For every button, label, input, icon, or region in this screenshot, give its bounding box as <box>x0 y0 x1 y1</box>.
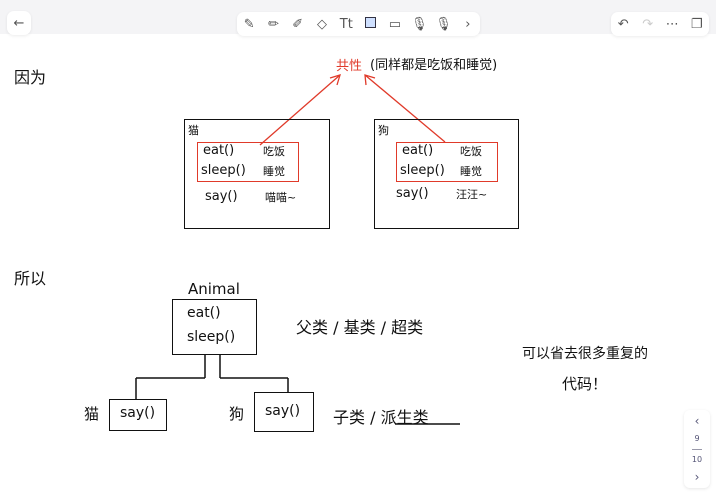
conclusion-line-1: 可以省去很多重复的 <box>522 346 648 362</box>
chevron-up-icon[interactable]: ‹ <box>694 414 700 428</box>
chevron-right-icon[interactable]: › <box>465 16 471 32</box>
parent-class-label: 父类 / 基类 / 超类 <box>296 318 424 337</box>
animal-box <box>172 299 257 355</box>
cat-eat: eat() <box>203 143 235 158</box>
cat-box <box>184 119 330 229</box>
child-class-label: 子类 / 派生类 <box>333 408 429 427</box>
cat-eat-cn: 吃饭 <box>263 145 285 158</box>
dog-title: 狗 <box>378 124 389 137</box>
child-dog-say: say() <box>265 403 301 419</box>
cat-title: 猫 <box>188 124 199 137</box>
dog-eat-cn: 吃饭 <box>460 145 482 158</box>
dog-box <box>374 119 519 229</box>
cat-sleep-cn: 睡觉 <box>263 165 285 178</box>
eraser-icon[interactable]: ◇ <box>317 16 328 32</box>
animal-eat: eat() <box>187 305 221 321</box>
animal-sleep: sleep() <box>187 329 236 345</box>
child-dog-title: 狗 <box>229 405 245 423</box>
dog-say-cn: 汪汪~ <box>456 188 488 201</box>
dog-common-highlight <box>396 142 498 182</box>
highlighter-icon[interactable]: ✐ <box>292 16 304 32</box>
conclusion-line-2: 代码！ <box>562 375 608 393</box>
cat-say: say() <box>205 189 238 204</box>
pages-icon[interactable]: ❐ <box>690 16 703 32</box>
because-label: 因为 <box>14 68 47 87</box>
page-navigator: ‹ 9 10 › <box>684 410 710 488</box>
text-icon[interactable]: Tt <box>339 16 353 32</box>
image-icon[interactable]: ▭ <box>388 16 402 32</box>
back-button[interactable]: ← <box>7 11 31 35</box>
right-toolbar: ↶ ↷ ⋯ ❐ <box>611 12 709 36</box>
dog-sleep-cn: 睡觉 <box>460 165 482 178</box>
current-page: 9 <box>694 433 700 443</box>
redo-icon[interactable]: ↷ <box>642 16 654 32</box>
animal-title: Animal <box>188 280 240 298</box>
cat-sleep: sleep() <box>201 163 246 178</box>
chevron-down-icon[interactable]: › <box>694 470 700 484</box>
dog-eat: eat() <box>402 143 434 158</box>
more-icon[interactable]: ⋯ <box>665 16 679 32</box>
pen-icon[interactable]: ✎ <box>243 16 255 32</box>
drawing-toolbar: ✎ ✏ ✐ ◇ Tt ▭ 🎙︎ 🎙︎ › <box>237 12 480 36</box>
lasso-select-icon[interactable] <box>361 16 381 32</box>
arrow-left-icon: ← <box>13 15 25 31</box>
cat-common-highlight <box>197 142 299 182</box>
pencil-icon[interactable]: ✏ <box>267 16 279 32</box>
dog-say: say() <box>396 186 429 201</box>
common-note: (同样都是吃饭和睡觉) <box>370 58 498 73</box>
page-divider <box>692 448 702 450</box>
mic-icon[interactable]: 🎙︎ <box>435 16 452 32</box>
so-label: 所以 <box>14 269 47 288</box>
child-cat-say: say() <box>120 405 156 421</box>
common-label: 共性 <box>336 59 363 74</box>
child-dog-box <box>254 392 314 432</box>
child-cat-box <box>109 399 167 431</box>
mic-icon[interactable]: 🎙︎ <box>410 16 428 32</box>
undo-icon[interactable]: ↶ <box>617 16 629 32</box>
total-pages: 10 <box>691 455 703 465</box>
cat-say-cn: 喵喵~ <box>265 191 297 204</box>
child-cat-title: 猫 <box>84 405 100 423</box>
dog-sleep: sleep() <box>400 163 445 178</box>
